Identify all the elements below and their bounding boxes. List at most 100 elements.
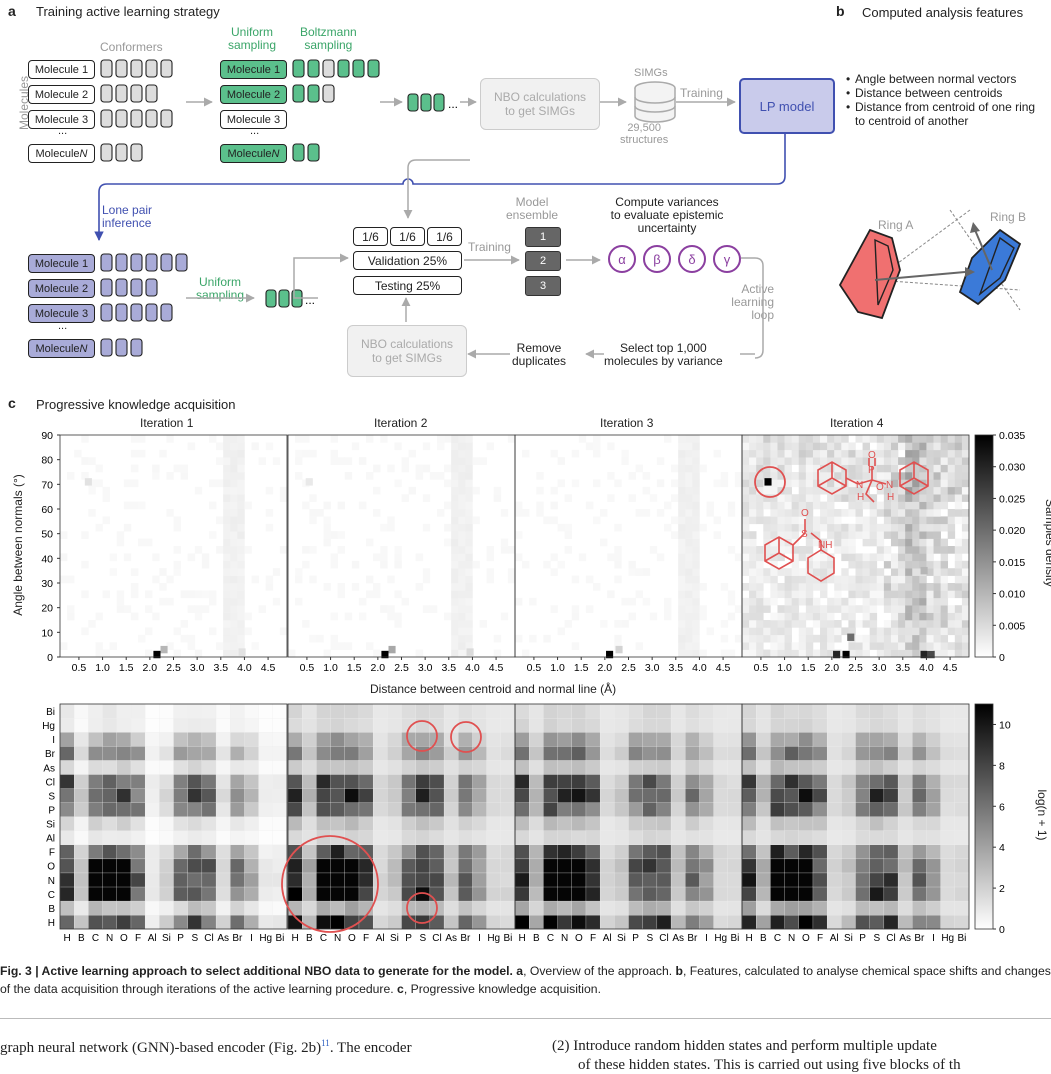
- heatmap-cell: [777, 590, 785, 599]
- figure-caption: Fig. 3 | Active learning approach to sel…: [0, 962, 1051, 998]
- inference-conformer-block: [145, 278, 158, 297]
- element-pair-cell: [116, 844, 132, 860]
- element-pair-cell: [316, 900, 331, 916]
- heatmap-cell: [458, 634, 466, 643]
- heatmap-cell: [522, 449, 530, 458]
- heatmap-cell: [756, 605, 764, 613]
- element-pair-cell: [571, 760, 587, 775]
- x-tick-label: 3.5: [441, 662, 456, 674]
- heatmap-cell: [465, 546, 473, 554]
- heatmap-cell: [230, 546, 238, 554]
- heatmap-cell: [628, 494, 636, 502]
- element-pair-cell: [372, 816, 388, 831]
- heatmap-cell: [862, 575, 870, 584]
- element-pair-cell: [855, 900, 871, 916]
- heatmap-cell: [727, 590, 736, 599]
- element-pair-cell: [642, 746, 658, 761]
- heatmap-cell: [961, 590, 970, 599]
- heatmap-cell: [777, 449, 785, 458]
- heatmap-cell: [330, 560, 338, 569]
- heatmap-cell: [230, 501, 238, 510]
- heatmap-cell: [791, 620, 800, 628]
- heatmap-cell: [862, 605, 870, 613]
- heatmap-cell: [451, 464, 459, 473]
- element-pair-cell: [741, 746, 757, 761]
- heatmap-cell: [820, 553, 828, 562]
- molecule-n: Molecule N: [28, 144, 95, 163]
- heatmap-cell: [784, 620, 792, 628]
- heatmap-cell: [791, 449, 800, 458]
- element-pair-cell: [756, 900, 771, 916]
- element-pair-cell: [344, 830, 360, 845]
- element-pair-cell: [699, 731, 714, 747]
- heatmap-cell: [834, 494, 842, 502]
- heatmap-cell: [791, 553, 800, 562]
- heatmap-cell: [678, 531, 686, 539]
- heatmap-cell: [912, 568, 920, 576]
- element-pair-cell: [159, 717, 174, 733]
- heatmap-cell: [95, 523, 103, 532]
- heatmap-cell: [933, 523, 941, 532]
- heatmap-cell: [749, 612, 757, 621]
- element-pair-cell: [741, 872, 757, 888]
- element-y-label: Bi: [46, 707, 55, 718]
- heatmap-cell: [848, 649, 856, 658]
- element-pair-cell: [855, 774, 871, 789]
- heatmap-cell: [933, 449, 941, 458]
- heatmap-cell: [223, 560, 231, 569]
- element-pair-cell: [486, 731, 502, 747]
- heatmap-cell: [798, 553, 807, 562]
- heatmap-cell: [763, 449, 771, 458]
- heatmap-cell: [358, 457, 367, 465]
- element-pair-cell: [344, 731, 360, 747]
- heatmap-cell: [230, 575, 238, 584]
- heatmap-cell: [890, 627, 899, 636]
- heatmap-cell: [380, 553, 388, 562]
- heatmap-cell: [237, 457, 245, 465]
- conformer-batch-block: [433, 93, 445, 112]
- element-pair-cell: [713, 760, 729, 775]
- heatmap-cell: [88, 509, 96, 517]
- heatmap-cell: [663, 605, 672, 613]
- element-pair-cell: [585, 731, 601, 747]
- conformer-block: [130, 84, 143, 103]
- heatmap-cell: [798, 457, 807, 465]
- heatmap-cell: [678, 435, 686, 443]
- element-pair-cell: [472, 858, 487, 874]
- element-pair-cell: [954, 858, 970, 874]
- element-pair-cell: [372, 914, 388, 930]
- element-pair-cell: [557, 900, 573, 916]
- element-pair-cell: [599, 760, 615, 775]
- element-pair-cell: [486, 844, 502, 860]
- element-pair-cell: [756, 802, 771, 817]
- heatmap-cell: [465, 501, 473, 510]
- heatmap-cell: [749, 649, 757, 658]
- element-pair-cell: [529, 731, 544, 747]
- heatmap-cell: [749, 553, 757, 562]
- heatmap-cell: [223, 509, 231, 517]
- heatmap-cell: [890, 464, 899, 473]
- element-pair-cell: [685, 746, 700, 761]
- element-pair-cell: [841, 760, 856, 775]
- heatmap-cell: [777, 546, 785, 554]
- element-pair-cell: [855, 717, 871, 733]
- heatmap-cell: [394, 612, 402, 621]
- heatmap-cell: [890, 523, 899, 532]
- heatmap-cell: [869, 516, 878, 525]
- element-pair-cell: [713, 788, 729, 803]
- element-pair-cell: [841, 788, 856, 803]
- heatmap-cell: [366, 435, 374, 443]
- heatmap-cell: [358, 597, 367, 606]
- heatmap-cell: [820, 435, 828, 443]
- x-tick-label: 4.5: [489, 662, 504, 674]
- heatmap-cell: [770, 634, 778, 643]
- element-pair-cell: [387, 900, 402, 916]
- element-pair-cell: [144, 872, 160, 888]
- heatmap-cell: [926, 612, 934, 621]
- x-tick-label: 4.5: [261, 662, 276, 674]
- element-pair-cell: [628, 830, 644, 845]
- heatmap-cell: [947, 649, 956, 658]
- element-pair-cell: [642, 858, 658, 874]
- heatmap-cell: [791, 523, 800, 532]
- simgs-label: SIMGs: [634, 67, 668, 79]
